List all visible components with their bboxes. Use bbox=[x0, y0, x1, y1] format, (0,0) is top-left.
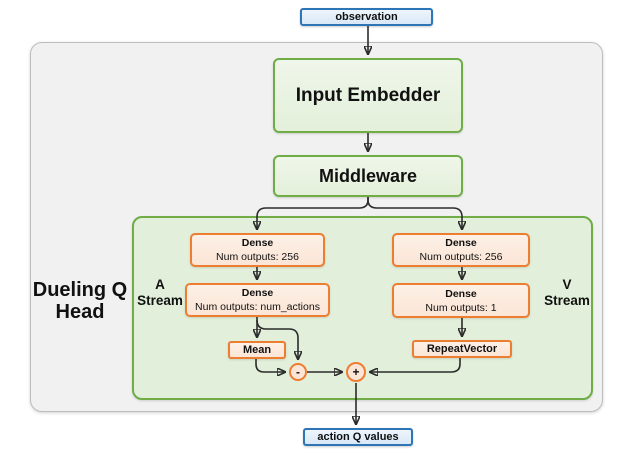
v-stream-dense2-node: Dense Num outputs: 1 bbox=[392, 283, 530, 318]
a-stream-dense1-title: Dense bbox=[241, 237, 274, 249]
v-stream-label-line2: Stream bbox=[544, 292, 590, 308]
middleware-node: Middleware bbox=[273, 155, 463, 197]
a-stream-dense2-title: Dense bbox=[241, 287, 274, 299]
a-stream-dense2-subtitle: Num outputs: num_actions bbox=[195, 301, 320, 313]
v-stream-dense2-title: Dense bbox=[445, 287, 477, 300]
minus-operator-node: - bbox=[289, 363, 307, 381]
a-stream-dense1-subtitle: Num outputs: 256 bbox=[216, 251, 299, 263]
dueling-head-label: Dueling Q Head bbox=[28, 279, 132, 323]
v-stream-dense1-subtitle: Num outputs: 256 bbox=[419, 251, 503, 263]
plus-operator-node: + bbox=[346, 362, 366, 382]
v-stream-label-line1: V bbox=[562, 277, 572, 292]
v-stream-label: V Stream bbox=[539, 277, 595, 308]
a-stream-dense2-node: Dense Num outputs: num_actions bbox=[185, 283, 330, 317]
repeat-vector-node: RepeatVector bbox=[412, 340, 512, 358]
observation-node: observation bbox=[300, 8, 433, 26]
dueling-head-label-line1: Dueling Q bbox=[32, 279, 128, 301]
a-stream-label: A Stream bbox=[132, 277, 188, 308]
dueling-head-label-line2: Head bbox=[55, 301, 105, 323]
v-stream-dense1-title: Dense bbox=[445, 237, 477, 249]
a-stream-dense1-node: Dense Num outputs: 256 bbox=[190, 233, 325, 267]
action-q-values-node: action Q values bbox=[303, 428, 413, 446]
mean-node: Mean bbox=[228, 341, 286, 359]
a-stream-label-line1: A bbox=[155, 277, 165, 292]
a-stream-label-line2: Stream bbox=[137, 292, 183, 308]
v-stream-dense1-node: Dense Num outputs: 256 bbox=[392, 233, 530, 267]
input-embedder-node: Input Embedder bbox=[273, 58, 463, 133]
v-stream-dense2-subtitle: Num outputs: 1 bbox=[425, 301, 497, 314]
